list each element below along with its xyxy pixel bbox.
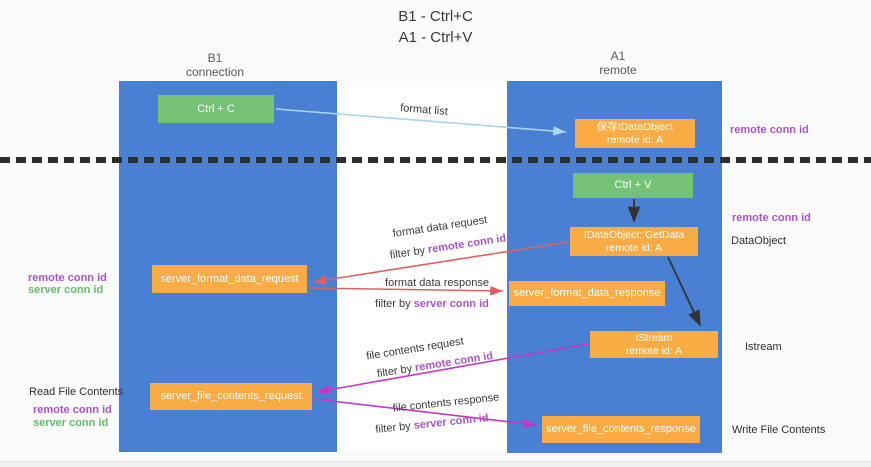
istream-line2: remote id: A bbox=[625, 344, 683, 357]
left-column-subtitle: connection bbox=[185, 65, 245, 79]
title-line-1: B1 - Ctrl+C bbox=[398, 8, 473, 25]
getdata-line2: remote id: A bbox=[605, 241, 663, 254]
write-file-contents-label: Write File Contents bbox=[732, 424, 826, 436]
server-conn-id-text: server conn id bbox=[413, 298, 489, 310]
phase-separator-dashed-line bbox=[0, 157, 871, 163]
idataobject-getdata-box: IDataObject::GetData remote id: A bbox=[570, 227, 698, 256]
diagram-title: B1 - Ctrl+C A1 - Ctrl+V bbox=[0, 6, 871, 48]
right-remote-conn-id-label-2: remote conn id bbox=[732, 212, 811, 224]
save-idataobject-line1: 保存IDataObject bbox=[596, 120, 674, 133]
left-column-header: B1 connection bbox=[135, 51, 295, 79]
server-format-data-request-box: server_format_data_request bbox=[152, 265, 307, 293]
getdata-line1: IDataObject::GetData bbox=[583, 228, 685, 241]
right-column-name: A1 bbox=[610, 49, 626, 63]
title-line-2: A1 - Ctrl+V bbox=[398, 29, 473, 46]
format-data-response-label: format data response bbox=[385, 277, 489, 289]
left-server-conn-id-label-2: server conn id bbox=[33, 417, 109, 429]
server-file-contents-response-label: server_file_contents_response bbox=[546, 423, 696, 435]
dataobject-label: DataObject bbox=[731, 235, 787, 247]
server-format-data-response-box: server_format_data_response bbox=[509, 281, 665, 306]
server-file-contents-request-label: server_file_contents_request bbox=[160, 390, 302, 402]
filter-by-text: filter by bbox=[375, 298, 414, 310]
left-remote-conn-id-label-1: remote conn id bbox=[28, 272, 107, 284]
read-file-contents-label: Read File Contents bbox=[29, 386, 124, 398]
ctrl-c-label: Ctrl + C bbox=[197, 102, 235, 115]
ctrl-v-box: Ctrl + V bbox=[573, 173, 693, 198]
filter-by-server-conn-id-label-1: filter by server conn id bbox=[375, 298, 489, 310]
left-remote-conn-id-label-2: remote conn id bbox=[33, 404, 112, 416]
server-file-contents-request-box: server_file_contents_request bbox=[150, 383, 312, 410]
ctrl-v-label: Ctrl + V bbox=[614, 179, 652, 191]
server-format-data-response-label: server_format_data_response bbox=[513, 287, 661, 299]
save-idataobject-line2: remote id: A bbox=[606, 133, 664, 146]
server-format-data-request-label: server_format_data_request bbox=[160, 272, 299, 285]
save-idataobject-box: 保存IDataObject remote id: A bbox=[575, 119, 695, 148]
right-remote-conn-id-label-1: remote conn id bbox=[730, 124, 809, 136]
left-column-name: B1 bbox=[207, 51, 223, 65]
left-server-conn-id-label-1: server conn id bbox=[28, 284, 104, 296]
right-column-subtitle: remote bbox=[599, 63, 637, 77]
right-column-header: A1 remote bbox=[538, 49, 698, 77]
server-file-contents-response-box: server_file_contents_response bbox=[542, 416, 700, 443]
istream-side-label: Istream bbox=[745, 341, 782, 353]
ctrl-c-box: Ctrl + C bbox=[158, 95, 274, 123]
istream-box: IStream remote id: A bbox=[590, 331, 718, 358]
istream-line1: IStream bbox=[635, 331, 673, 344]
window-bottom-edge bbox=[0, 461, 871, 467]
